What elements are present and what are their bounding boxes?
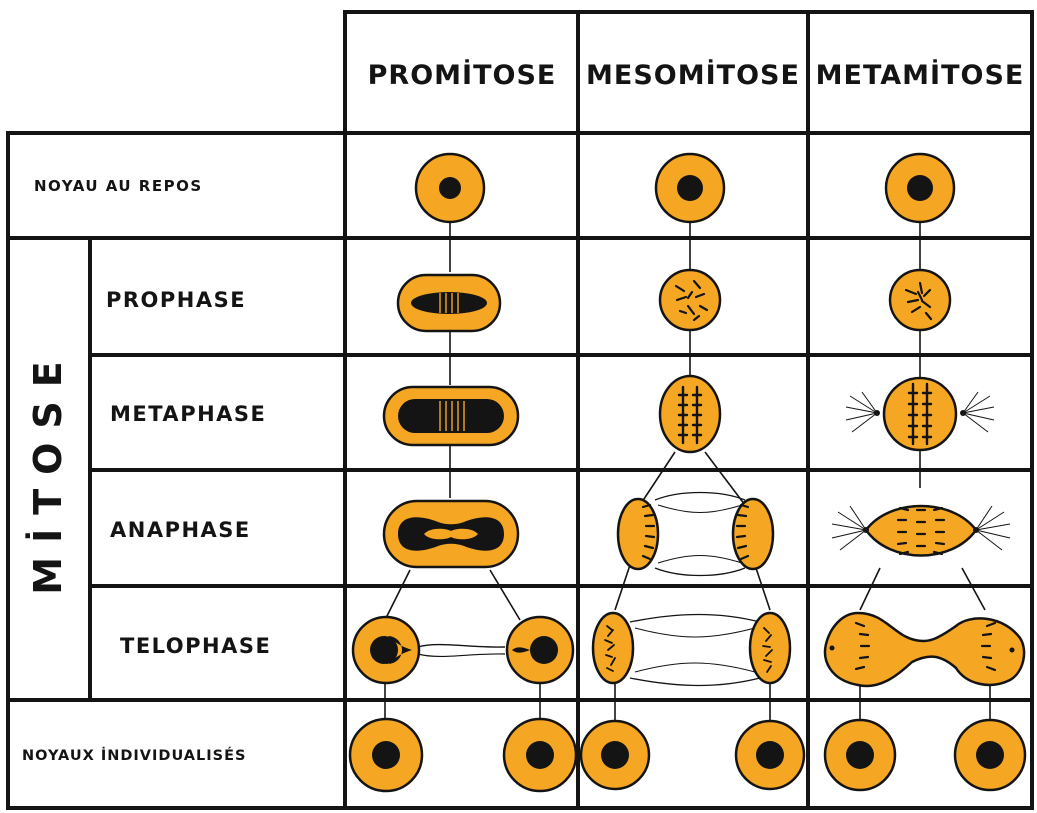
- cell-anaphase-mesomitose: [616, 491, 775, 577]
- link-line: [489, 569, 521, 621]
- link-line: [614, 564, 631, 611]
- row-label-telophase: TELOPHASE: [120, 634, 272, 658]
- cell-repos-promitose: [414, 152, 486, 224]
- cell-individ-mesomitose-left: [579, 719, 651, 791]
- row-label-anaphase: ANAPHASE: [110, 518, 251, 542]
- cell-telophase-metamitose: [823, 611, 1026, 688]
- row-label-prophase: PROPHASE: [106, 288, 247, 312]
- cell-prophase-promitose: [396, 273, 502, 333]
- cell-telophase-promitose: [351, 615, 575, 685]
- cell-individ-metamitose-left: [823, 718, 897, 792]
- link-line: [639, 451, 676, 506]
- cell-individ-metamitose-right: [953, 718, 1027, 792]
- cell-anaphase-metamitose: [831, 504, 1011, 557]
- cell-repos-mesomitose: [654, 152, 726, 224]
- link-line: [859, 567, 881, 611]
- cell-anaphase-promitose: [382, 499, 520, 569]
- row-label-metaphase: METAPHASE: [110, 402, 267, 426]
- link-line: [384, 569, 411, 621]
- link-line: [704, 451, 746, 506]
- column-header-promitose: PROMİTOSE: [367, 59, 557, 91]
- link-line: [961, 567, 986, 611]
- group-label-mitose: MİTOSE: [26, 347, 70, 595]
- link-line: [754, 564, 771, 611]
- cell-individ-promitose-right: [502, 717, 578, 793]
- column-header-metamitose: METAMİTOSE: [815, 59, 1025, 91]
- row-label-noyaux-individualises: NOYAUX İNDIVIDUALISÉS: [22, 748, 247, 764]
- cell-prophase-mesomitose: [658, 268, 722, 332]
- cell-individ-mesomitose-right: [734, 719, 806, 791]
- cell-metaphase-mesomitose: [658, 374, 722, 454]
- cell-repos-metamitose: [884, 152, 956, 224]
- row-label-noyau-au-repos: NOYAU AU REPOS: [34, 177, 203, 195]
- cell-metaphase-metamitose: [845, 376, 995, 452]
- cell-prophase-metamitose: [888, 268, 952, 332]
- cell-individ-promitose-left: [348, 717, 424, 793]
- column-header-mesomitose: MESOMİTOSE: [586, 59, 800, 91]
- cell-metaphase-promitose: [382, 385, 520, 447]
- cell-telophase-mesomitose: [591, 611, 792, 687]
